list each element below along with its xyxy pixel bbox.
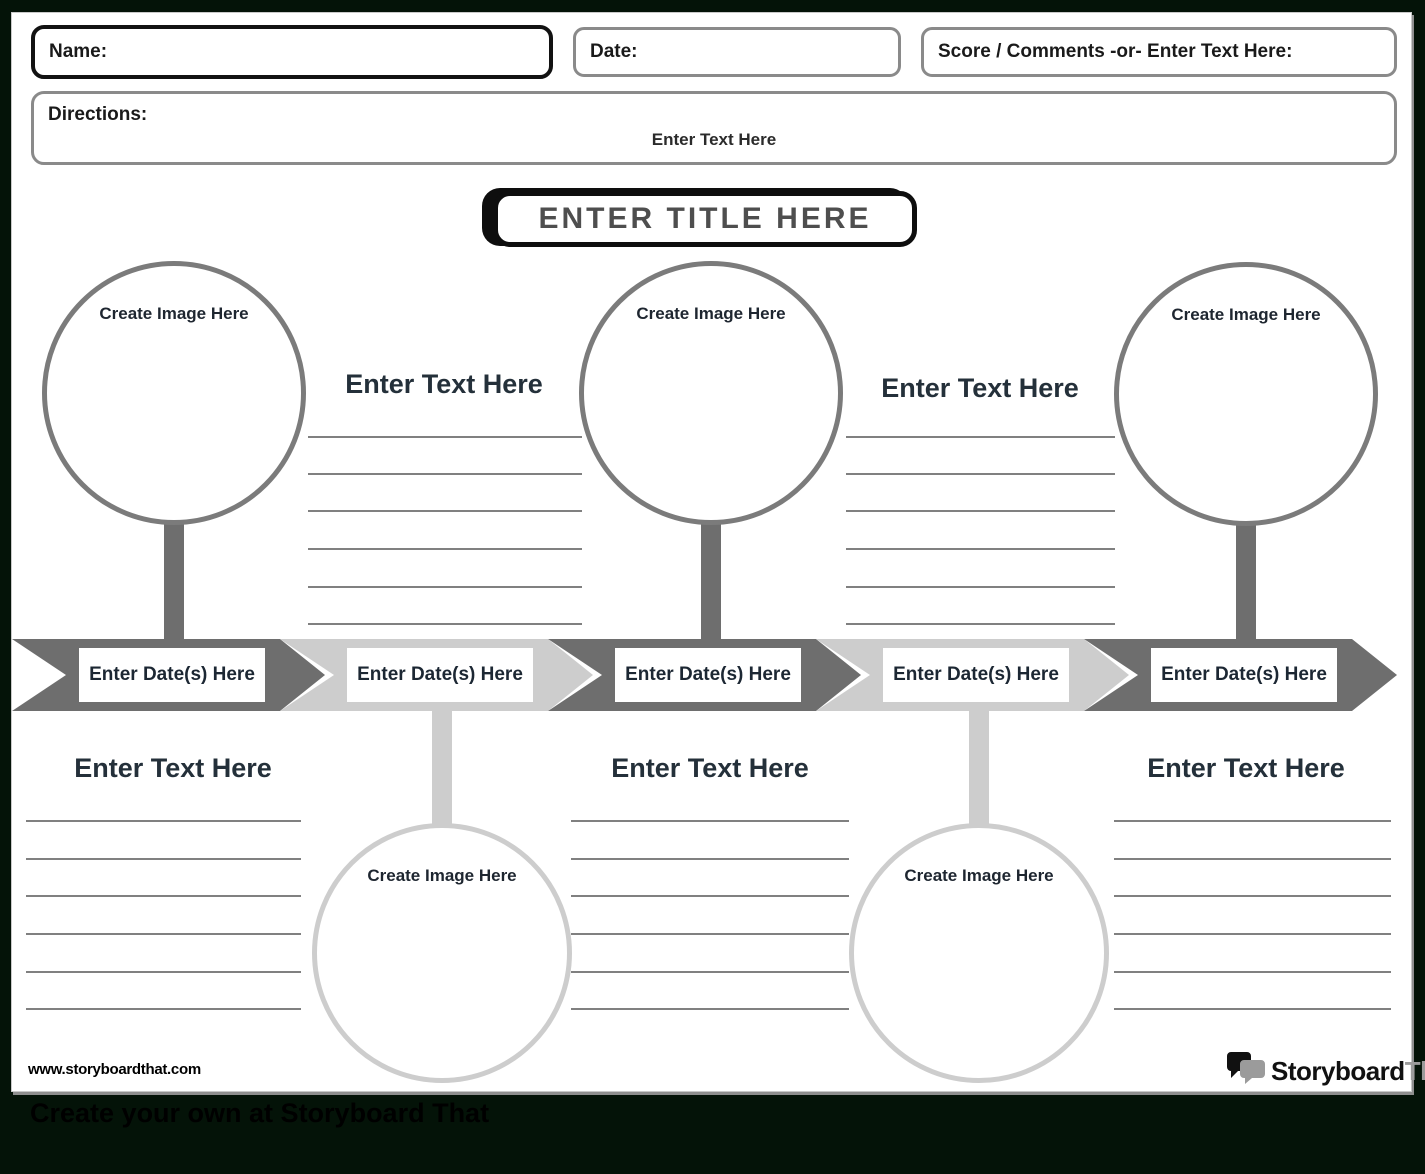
writing-line (26, 820, 301, 822)
image-placeholder-circle[interactable]: Create Image Here (312, 823, 572, 1083)
writing-line (308, 436, 582, 438)
timeline-connector (969, 711, 989, 853)
date-entry-field[interactable]: Enter Date(s) Here (347, 648, 533, 702)
score-comments-field[interactable]: Score / Comments -or- Enter Text Here: (921, 27, 1397, 77)
date-entry-field[interactable]: Enter Date(s) Here (883, 648, 1069, 702)
writing-line (571, 895, 849, 897)
writing-line (26, 858, 301, 860)
writing-line (26, 1008, 301, 1010)
date-entry-label: Enter Date(s) Here (89, 664, 255, 685)
image-placeholder-label: Create Image Here (904, 866, 1054, 885)
writing-line (846, 436, 1115, 438)
writing-line (571, 1008, 849, 1010)
image-placeholder-label: Create Image Here (636, 304, 786, 323)
writing-line (846, 473, 1115, 475)
writing-line (308, 623, 582, 625)
writing-line (308, 510, 582, 512)
directions-placeholder-text: Enter Text Here (651, 130, 777, 149)
name-label: Name: (49, 41, 108, 62)
date-entry-label: Enter Date(s) Here (357, 664, 523, 685)
image-placeholder-circle[interactable]: Create Image Here (42, 261, 306, 525)
writing-line (1114, 1008, 1391, 1010)
timeline-connector (432, 711, 452, 853)
logo-that: That (1404, 1056, 1425, 1086)
name-field[interactable]: Name: (31, 25, 553, 79)
writing-line (26, 895, 301, 897)
speech-bubbles-icon (1227, 1051, 1267, 1092)
writing-line (846, 510, 1115, 512)
writing-line (846, 623, 1115, 625)
logo-storyboard: Storyboard (1271, 1056, 1405, 1086)
text-section-header: Enter Text Here (881, 373, 1079, 403)
date-entry-field[interactable]: Enter Date(s) Here (615, 648, 801, 702)
writing-line (1114, 933, 1391, 935)
date-label: Date: (590, 41, 638, 62)
image-placeholder-circle[interactable]: Create Image Here (1114, 262, 1378, 526)
writing-line (1114, 895, 1391, 897)
image-placeholder-label: Create Image Here (1171, 305, 1321, 324)
writing-line (571, 858, 849, 860)
date-entry-field[interactable]: Enter Date(s) Here (1151, 648, 1337, 702)
writing-line (1114, 858, 1391, 860)
writing-line (1114, 820, 1391, 822)
directions-field[interactable]: Directions: Enter Text Here (31, 91, 1397, 165)
date-entry-field[interactable]: Enter Date(s) Here (79, 648, 265, 702)
worksheet-page: Name: Date: Score / Comments -or- Enter … (11, 12, 1425, 1092)
image-placeholder-circle[interactable]: Create Image Here (579, 261, 843, 525)
title-field[interactable]: ENTER TITLE HERE (493, 191, 917, 247)
writing-line (571, 820, 849, 822)
text-section-header: Enter Text Here (1147, 753, 1345, 783)
title-placeholder-text: ENTER TITLE HERE (538, 202, 872, 235)
text-section-header: Enter Text Here (74, 753, 272, 783)
writing-line (26, 971, 301, 973)
directions-label: Directions: (48, 104, 148, 125)
text-section-header: Enter Text Here (611, 753, 809, 783)
writing-line (308, 548, 582, 550)
image-placeholder-label: Create Image Here (99, 304, 249, 323)
date-entry-label: Enter Date(s) Here (625, 664, 791, 685)
writing-line (308, 586, 582, 588)
text-section-header: Enter Text Here (345, 369, 543, 399)
date-entry-label: Enter Date(s) Here (893, 664, 1059, 685)
writing-line (571, 971, 849, 973)
writing-line (571, 933, 849, 935)
score-comments-label: Score / Comments -or- Enter Text Here: (938, 41, 1293, 62)
image-placeholder-label: Create Image Here (367, 866, 517, 885)
website-url: www.storyboardthat.com (28, 1061, 201, 1078)
writing-line (26, 933, 301, 935)
date-field[interactable]: Date: (573, 27, 901, 77)
date-entry-label: Enter Date(s) Here (1161, 664, 1327, 685)
writing-line (846, 586, 1115, 588)
writing-line (308, 473, 582, 475)
image-placeholder-circle[interactable]: Create Image Here (849, 823, 1109, 1083)
create-your-own-banner: Create your own at Storyboard That (30, 1098, 490, 1128)
writing-line (846, 548, 1115, 550)
writing-line (1114, 971, 1391, 973)
